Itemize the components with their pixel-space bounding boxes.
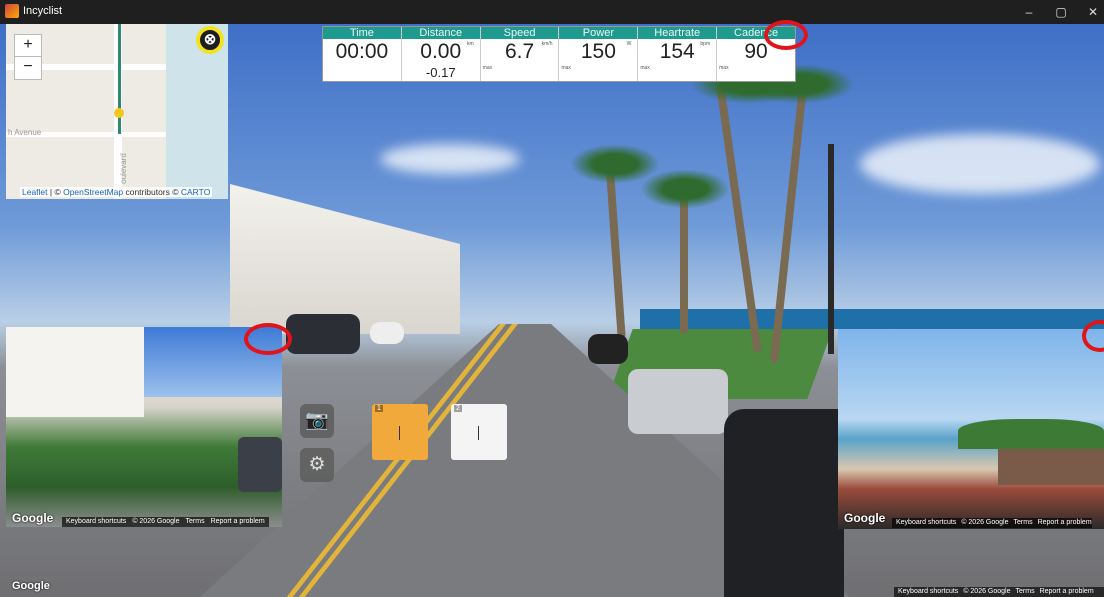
- map-road: [6, 132, 166, 137]
- palm-fronds: [640, 169, 730, 209]
- slot-marker: [399, 426, 400, 440]
- report-problem-link[interactable]: Report a problem: [210, 518, 265, 525]
- stat-subvalue: -0.17: [425, 65, 456, 80]
- shrubs: [958, 419, 1104, 449]
- streetview-footer: Keyboard shortcuts © 2026 Google Terms R…: [62, 517, 269, 527]
- stat-value: 6.7: [504, 40, 535, 63]
- stat-distance: Distance 0.00 km -0.17: [401, 27, 481, 81]
- terms-link[interactable]: Terms: [1013, 519, 1033, 526]
- stat-unit: km/h: [541, 41, 553, 47]
- minimize-button[interactable]: –: [1025, 5, 1033, 19]
- stat-header: Speed: [480, 27, 559, 39]
- highlight-ring: [764, 20, 808, 50]
- car: [724, 409, 844, 597]
- stat-unit: W: [626, 41, 632, 47]
- keyboard-shortcuts-link[interactable]: Keyboard shortcuts: [896, 519, 957, 526]
- google-logo: Google: [844, 511, 886, 525]
- copyright: © 2026 Google: [963, 588, 1011, 595]
- stat-speed: Speed 6.7 km/h max: [480, 27, 560, 81]
- street-view-main[interactable]: [0, 24, 1104, 597]
- slot-2[interactable]: 2: [451, 404, 507, 460]
- stat-header: Distance: [401, 27, 480, 39]
- cloud: [380, 144, 520, 174]
- report-problem-link[interactable]: Report a problem: [1039, 588, 1094, 595]
- car: [286, 314, 360, 354]
- car: [238, 437, 282, 492]
- car: [628, 369, 728, 434]
- google-logo: Google: [12, 511, 54, 525]
- street-lamp: [828, 144, 834, 354]
- map-label: oulevard: [118, 153, 128, 184]
- carto-link[interactable]: CARTO: [180, 187, 211, 197]
- palm-tree: [680, 194, 688, 334]
- keyboard-shortcuts-link[interactable]: Keyboard shortcuts: [898, 588, 959, 595]
- copyright: © 2026 Google: [961, 519, 1009, 526]
- zoom-in-button[interactable]: +: [14, 34, 42, 58]
- zoom-out-button[interactable]: −: [14, 56, 42, 80]
- main-footer: Keyboard shortcuts © 2026 Google Terms R…: [894, 587, 1104, 597]
- stat-max-label: max: [482, 65, 493, 71]
- stat-value: 150: [580, 40, 616, 63]
- palm-fronds: [570, 144, 660, 184]
- stat-heartrate: Heartrate 154 bpm max: [638, 27, 718, 81]
- osm-link[interactable]: OpenStreetMap: [63, 187, 124, 197]
- stat-max-label: max: [719, 65, 729, 71]
- slot-marker: [478, 426, 479, 440]
- slot-number: 2: [454, 405, 462, 412]
- maximize-button[interactable]: ▢: [1055, 5, 1067, 19]
- highlight-ring: [244, 323, 292, 355]
- copyright: © 2026 Google: [132, 518, 180, 525]
- slot-1[interactable]: 1: [372, 404, 428, 460]
- stat-time: Time 00:00: [323, 27, 402, 81]
- building: [998, 445, 1104, 485]
- keyboard-shortcuts-link[interactable]: Keyboard shortcuts: [66, 518, 127, 525]
- stat-value: 00:00: [335, 40, 389, 63]
- stat-unit: bpm: [700, 41, 711, 47]
- stat-header: Power: [559, 27, 638, 39]
- google-logo: Google: [12, 580, 50, 592]
- stat-power: Power 150 W max: [559, 27, 639, 81]
- window-title: Incyclist: [23, 5, 63, 17]
- camera-icon[interactable]: 📷: [300, 404, 334, 438]
- settings-gear-icon[interactable]: ⚙: [300, 448, 334, 482]
- map-close-icon[interactable]: ⊗: [196, 26, 224, 54]
- stat-unit: km: [466, 41, 474, 47]
- map-label: h Avenue: [8, 128, 42, 137]
- title-bar: Incyclist – ▢ ✕: [0, 0, 1104, 24]
- stat-header: Heartrate: [638, 27, 717, 39]
- map-road: [6, 64, 166, 70]
- ride-stats-panel: Time 00:00 Distance 0.00 km -0.17 Speed …: [322, 26, 796, 82]
- stat-max-label: max: [640, 65, 650, 71]
- map-attribution: Leaflet | © OpenStreetMap contributors ©…: [20, 187, 213, 197]
- map-water: [166, 24, 228, 199]
- stat-header: Time: [323, 27, 401, 39]
- street-view-right-panel[interactable]: Google Keyboard shortcuts © 2026 Google …: [838, 329, 1104, 529]
- ocean: [640, 309, 1104, 329]
- stat-value: 0.00: [420, 40, 462, 63]
- building: [6, 327, 144, 417]
- terms-link[interactable]: Terms: [185, 518, 205, 525]
- terms-link[interactable]: Terms: [1015, 588, 1035, 595]
- building: [230, 184, 460, 334]
- street-view-left-panel[interactable]: Google Keyboard shortcuts © 2026 Google …: [6, 327, 282, 527]
- palm-tree: [606, 173, 626, 340]
- slot-number: 1: [375, 405, 383, 412]
- streetview-footer: Keyboard shortcuts © 2026 Google Terms R…: [892, 518, 1092, 528]
- car: [370, 322, 404, 344]
- close-window-button[interactable]: ✕: [1087, 5, 1099, 19]
- app-icon: [5, 4, 19, 18]
- car: [588, 334, 628, 364]
- position-marker-icon: [114, 108, 124, 118]
- stat-max-label: max: [561, 65, 571, 71]
- stat-value: 154: [659, 40, 695, 63]
- map-route: [118, 24, 121, 134]
- highlight-ring: [1082, 320, 1104, 352]
- cloud: [860, 134, 1100, 194]
- map-panel[interactable]: ue h Avenue oulevard + − Leaflet | © Ope…: [6, 24, 228, 199]
- report-problem-link[interactable]: Report a problem: [1037, 519, 1092, 526]
- leaflet-link[interactable]: Leaflet: [22, 187, 48, 197]
- stat-value: 90: [744, 40, 768, 63]
